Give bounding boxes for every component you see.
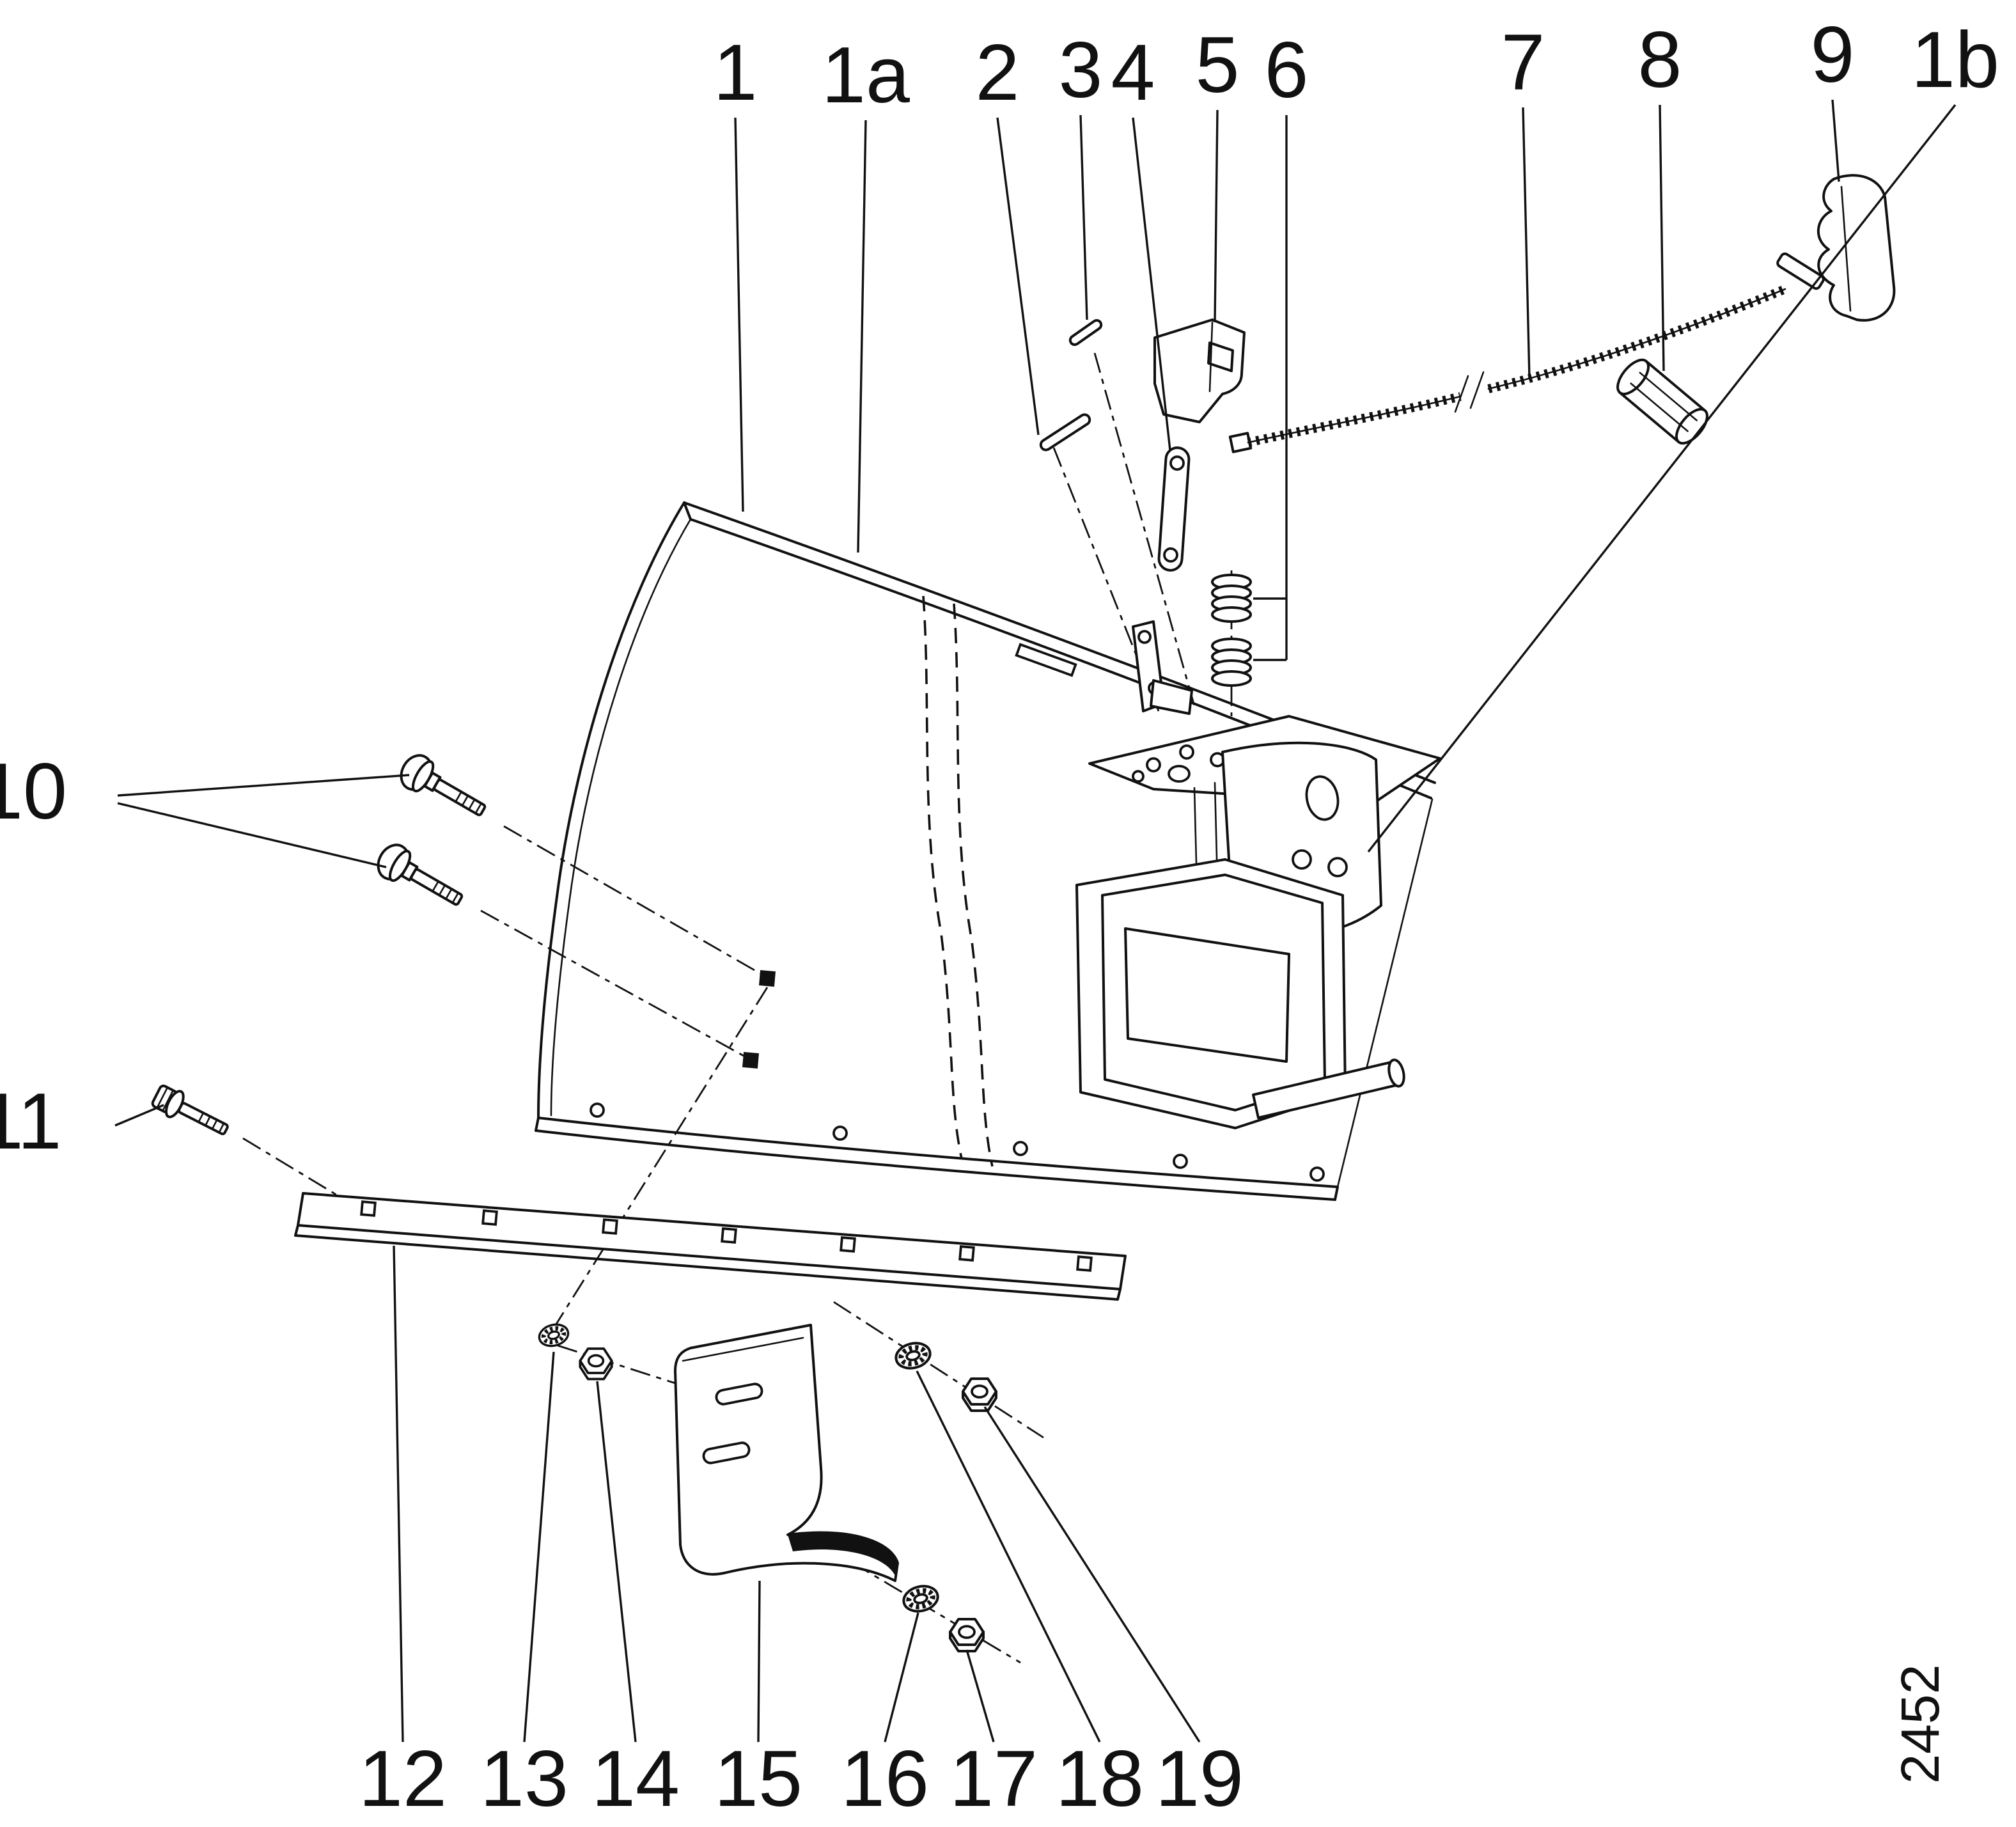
blade-slot xyxy=(1015,643,1077,677)
callout-label-7: 7 xyxy=(1501,19,1545,107)
handle-knob xyxy=(1776,174,1896,322)
pin-long xyxy=(1039,413,1091,451)
carriage-bolt-upper xyxy=(394,748,494,828)
pivot-lever xyxy=(1132,620,1193,715)
callout-label-16: 16 xyxy=(841,1735,929,1823)
callout-label-19: 19 xyxy=(1155,1735,1244,1823)
flange-nut-14 xyxy=(579,1347,613,1381)
spring-upper xyxy=(1211,574,1252,623)
leader-line-2 xyxy=(996,117,1040,435)
plow-blade-moldboard xyxy=(535,501,1436,1201)
callout-label-12: 12 xyxy=(359,1735,447,1823)
leader-line-17 xyxy=(965,1649,995,1743)
callout-label-11: 11 xyxy=(0,1078,61,1166)
leader-line-1a xyxy=(857,120,867,553)
callout-label-17: 17 xyxy=(949,1735,1038,1823)
leader-line-19 xyxy=(983,1406,1201,1743)
spring-lower xyxy=(1211,638,1252,687)
callout-label-9: 9 xyxy=(1811,11,1855,99)
leader-line-14 xyxy=(596,1381,637,1743)
callout-label-15: 15 xyxy=(714,1735,802,1823)
callout-label-13: 13 xyxy=(480,1735,568,1823)
leader-line-8 xyxy=(1659,104,1665,372)
leader-line-3 xyxy=(1079,114,1088,320)
hex-nut-17 xyxy=(949,1618,985,1652)
blade-bolt-hole xyxy=(758,969,776,987)
leader-line-18 xyxy=(916,1370,1101,1743)
blade-bolt-hole xyxy=(742,1051,760,1069)
cable-sleeve xyxy=(1616,358,1708,445)
carriage-bolt-lower xyxy=(371,838,471,918)
leader-line-9 xyxy=(1831,99,1840,182)
leader-line-13 xyxy=(523,1351,555,1743)
callout-label-1: 1 xyxy=(714,29,758,117)
mount-frame xyxy=(1075,741,1382,1129)
hex-nut-19 xyxy=(962,1377,997,1412)
cable-bracket xyxy=(1153,318,1246,423)
leader-line-15 xyxy=(757,1580,761,1743)
leader-line-5 xyxy=(1214,109,1219,323)
pin-small xyxy=(1068,318,1103,347)
callout-label-1a: 1a xyxy=(822,31,910,120)
knob-pin xyxy=(1776,252,1825,290)
callout-label-6: 6 xyxy=(1265,26,1309,114)
leader-line-11 xyxy=(114,1104,164,1127)
callout-label-5: 5 xyxy=(1196,21,1240,109)
pivot-pin xyxy=(1252,1058,1405,1119)
leader-line-4 xyxy=(1132,117,1171,451)
callout-label-3: 3 xyxy=(1059,26,1103,114)
leader-line-10 xyxy=(117,774,410,797)
leader-line-1 xyxy=(734,117,744,512)
callout-label-14: 14 xyxy=(591,1735,680,1823)
serrated-washer-16 xyxy=(901,1583,941,1615)
carriage-bolts xyxy=(371,748,494,918)
leader-line-16 xyxy=(884,1612,919,1743)
clevis-pins xyxy=(1039,318,1103,451)
leader-line-10 xyxy=(117,802,387,868)
callout-label-8: 8 xyxy=(1638,16,1682,104)
adjuster-link xyxy=(1157,446,1191,572)
callout-label-10: 10 xyxy=(0,748,67,836)
lock-washer-13 xyxy=(537,1321,571,1349)
compression-springs xyxy=(1211,574,1252,687)
leader-line-1b xyxy=(1367,104,1957,853)
callout-label-4: 4 xyxy=(1111,29,1155,117)
blade-fold-lines xyxy=(922,595,994,1167)
wear-strip xyxy=(294,1192,1127,1301)
leader-line-12 xyxy=(393,1245,404,1743)
callout-label-18: 18 xyxy=(1056,1735,1144,1823)
hex-bolt xyxy=(151,1085,229,1136)
leader-line-7 xyxy=(1522,107,1531,379)
drawing-number: 2452 xyxy=(1890,1665,1950,1784)
callout-label-1b: 1b xyxy=(1911,16,1999,104)
skid-shoe-bracket xyxy=(674,1324,899,1582)
callout-label-2: 2 xyxy=(976,29,1020,117)
